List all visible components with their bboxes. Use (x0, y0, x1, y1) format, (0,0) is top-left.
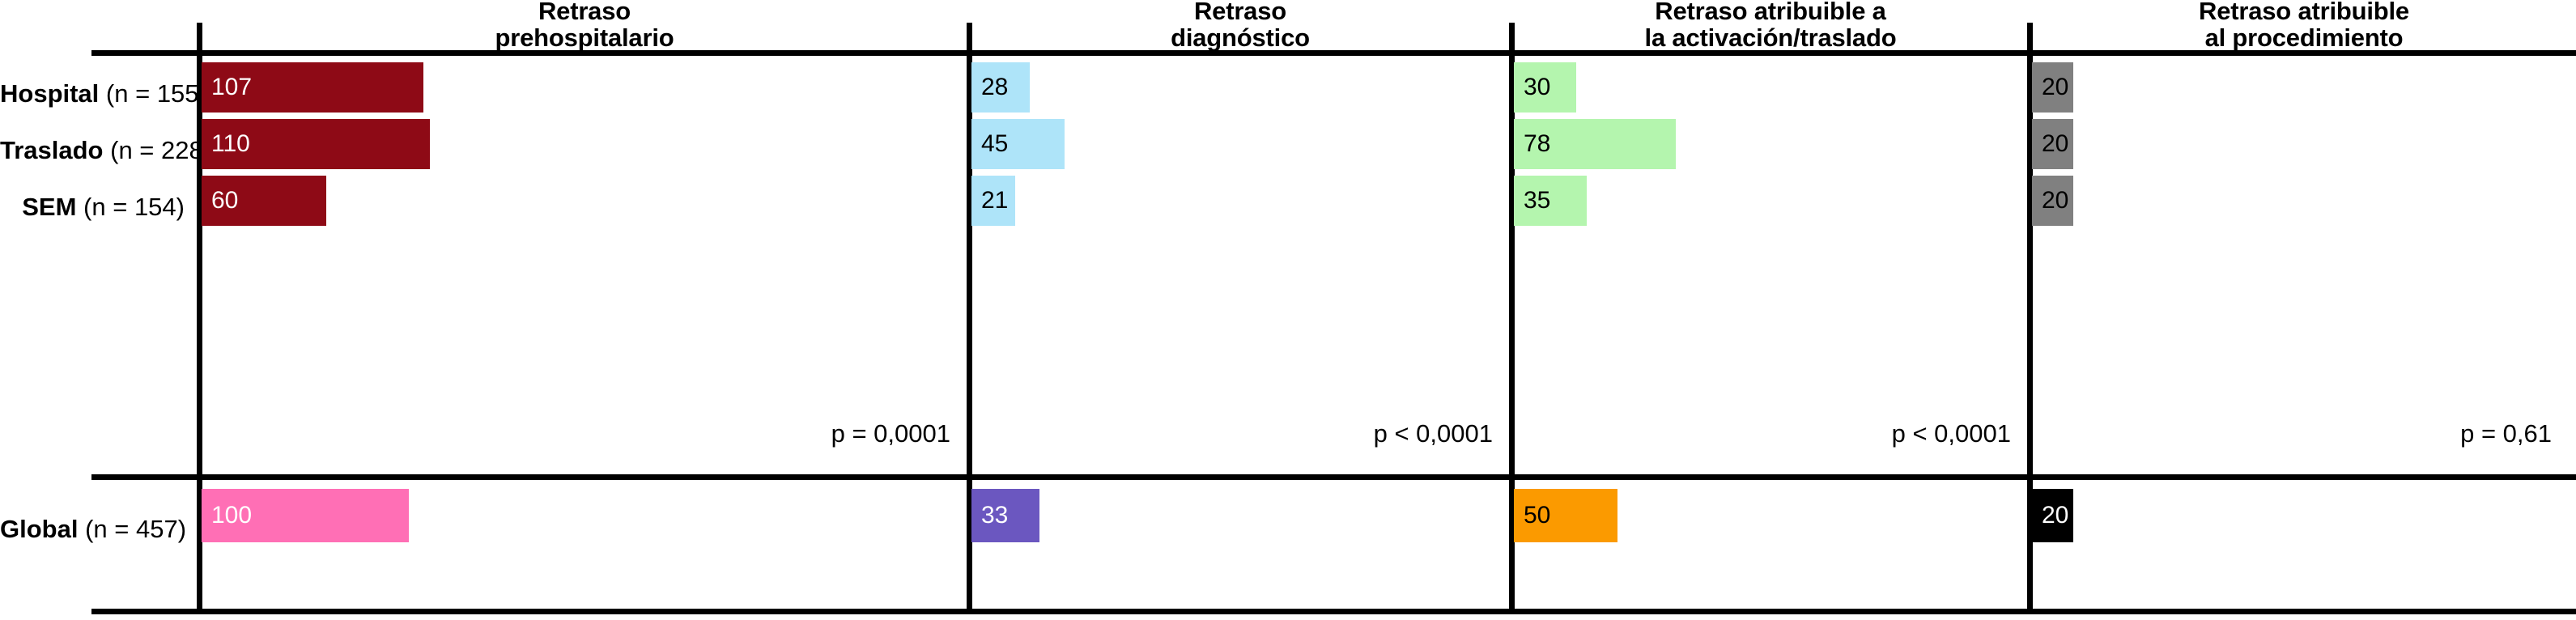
column-header-line1: Retraso atribuible a (1655, 0, 1886, 25)
bar-activacion-hospital: 30 (1514, 62, 1576, 113)
panel-divider-1 (967, 23, 972, 614)
bar-value-label: 35 (1524, 187, 1551, 214)
bar-value-label: 50 (1524, 502, 1551, 529)
bar-activacion-traslado: 78 (1514, 119, 1676, 169)
column-header-row: Retraso prehospitalario Retraso diagnóst… (0, 0, 2576, 55)
panel-divider-0 (197, 23, 202, 614)
row-label-name: SEM (22, 193, 77, 221)
bar-value-label: 78 (1524, 130, 1551, 157)
row-label-name: Traslado (0, 136, 104, 164)
column-header-activacion: Retraso atribuible a la activación/trasl… (1514, 0, 2027, 55)
bar-value-label: 45 (981, 130, 1009, 157)
bar-prehospitalario-global: 100 (202, 489, 409, 542)
bar-procedimiento-hospital: 20 (2032, 62, 2073, 113)
row-label-n: (n = 457) (85, 515, 187, 543)
column-header-line1: Retraso (1193, 0, 1287, 25)
bar-activacion-sem: 35 (1514, 176, 1587, 226)
panel-divider-3 (2027, 23, 2033, 614)
header-rule (91, 50, 2576, 56)
pvalue-procedimiento: p = 0,61 (2460, 419, 2552, 448)
bar-value-label: 20 (2042, 187, 2069, 214)
bar-diagnostico-traslado: 45 (971, 119, 1065, 169)
column-header-line2: prehospitalario (495, 23, 674, 52)
bar-prehospitalario-traslado: 110 (202, 119, 430, 169)
row-label-n: (n = 228) (110, 136, 212, 164)
bar-value-label: 107 (211, 74, 253, 100)
column-header-procedimiento: Retraso atribuible al procedimiento (2032, 0, 2576, 55)
bar-activacion-global: 50 (1514, 489, 1617, 542)
bottom-rule (91, 609, 2576, 614)
row-label-global: Global (n = 457) (0, 515, 187, 543)
pvalue-activacion: p < 0,0001 (1891, 419, 2011, 448)
bar-prehospitalario-hospital: 107 (202, 62, 423, 113)
bar-value-label: 20 (2042, 74, 2069, 100)
row-label-n: (n = 154) (83, 193, 185, 221)
bar-value-label: 100 (211, 502, 253, 529)
column-header-line2: la activación/traslado (1644, 23, 1897, 52)
pvalue-prehospitalario: p = 0,0001 (831, 419, 950, 448)
bar-value-label: 30 (1524, 74, 1551, 100)
row-label-name: Global (0, 515, 79, 543)
bar-value-label: 21 (981, 187, 1009, 214)
panel-divider-2 (1509, 23, 1515, 614)
column-header-line2: al procedimiento (2204, 23, 2404, 52)
column-header-prehospitalario: Retraso prehospitalario (202, 0, 967, 55)
bar-value-label: 60 (211, 187, 239, 214)
column-header-line1: Retraso (538, 0, 631, 25)
column-header-line1: Retraso atribuible (2199, 0, 2409, 25)
column-header-line2: diagnóstico (1171, 23, 1310, 52)
bar-procedimiento-traslado: 20 (2032, 119, 2073, 169)
group-separator-rule (91, 474, 2576, 480)
bar-value-label: 33 (981, 502, 1009, 529)
row-label-name: Hospital (0, 79, 100, 108)
bar-procedimiento-sem: 20 (2032, 176, 2073, 226)
column-header-diagnostico: Retraso diagnóstico (971, 0, 1509, 55)
bar-value-label: 20 (2042, 130, 2069, 157)
row-label-traslado: Traslado (n = 228) (0, 136, 211, 164)
bar-procedimiento-global: 20 (2032, 489, 2073, 542)
bar-diagnostico-global: 33 (971, 489, 1039, 542)
bar-diagnostico-hospital: 28 (971, 62, 1030, 113)
bar-value-label: 20 (2042, 502, 2069, 529)
bar-prehospitalario-sem: 60 (202, 176, 326, 226)
bar-diagnostico-sem: 21 (971, 176, 1015, 226)
row-label-n: (n = 155) (105, 79, 207, 108)
bar-value-label: 28 (981, 74, 1009, 100)
bar-value-label: 110 (211, 130, 250, 157)
pvalue-diagnostico: p < 0,0001 (1373, 419, 1493, 448)
row-label-sem: SEM (n = 154) (0, 194, 185, 219)
row-label-hospital: Hospital (n = 155) (0, 79, 207, 108)
